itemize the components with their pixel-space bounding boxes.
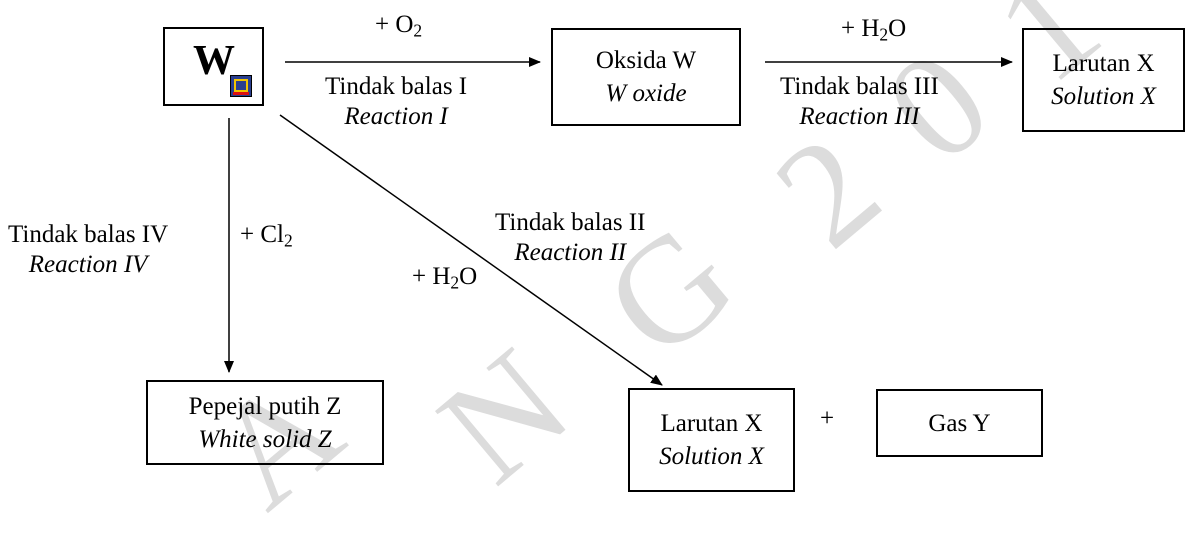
- reaction-i-label: Tindak balas I Reaction I: [325, 73, 468, 130]
- oxide-w-label: Oksida W: [595, 47, 697, 74]
- w-oxide-label: W oxide: [605, 80, 687, 107]
- solution-x-top-box: Larutan X Solution X: [1022, 28, 1185, 132]
- gas-y-box: Gas Y: [876, 389, 1043, 457]
- solution-x-label: Solution X: [1051, 83, 1156, 110]
- reaction-iii-label: Tindak balas III Reaction III: [780, 73, 939, 130]
- reaction-ii-label: Tindak balas II Reaction II: [495, 209, 646, 266]
- solution-x-label: Solution X: [659, 443, 764, 470]
- arrow-reaction-ii: [279, 114, 663, 386]
- plus-sign: +: [820, 405, 835, 432]
- reagent-oxygen: + O2: [375, 11, 423, 41]
- reactant-w-label: W: [193, 38, 235, 84]
- oxide-w-box: Oksida W W oxide: [551, 28, 741, 126]
- reagent-water-top: + H2O: [841, 15, 907, 45]
- gas-y-label: Gas Y: [928, 409, 991, 437]
- reaction-iv-label: Tindak balas IV Reaction IV: [8, 221, 169, 278]
- reagent-water-diagonal: + H2O: [412, 263, 478, 293]
- white-solid-z-box: Pepejal putih Z White solid Z: [146, 380, 384, 465]
- pepejal-putih-z-label: Pepejal putih Z: [188, 392, 342, 420]
- larutan-x-label: Larutan X: [660, 410, 763, 437]
- solution-x-bottom-box: Larutan X Solution X: [628, 388, 795, 492]
- larutan-x-label: Larutan X: [1052, 50, 1155, 77]
- element-icon: [230, 75, 252, 97]
- reactant-w-box: W: [163, 27, 264, 106]
- arrows-layer: [224, 57, 1013, 386]
- reagent-chlorine: + Cl2: [240, 221, 293, 251]
- white-solid-z-label: White solid Z: [198, 425, 332, 453]
- reaction-diagram: A N G 2 0 1 W Oksida W W oxide Larutan X…: [8, 0, 1185, 539]
